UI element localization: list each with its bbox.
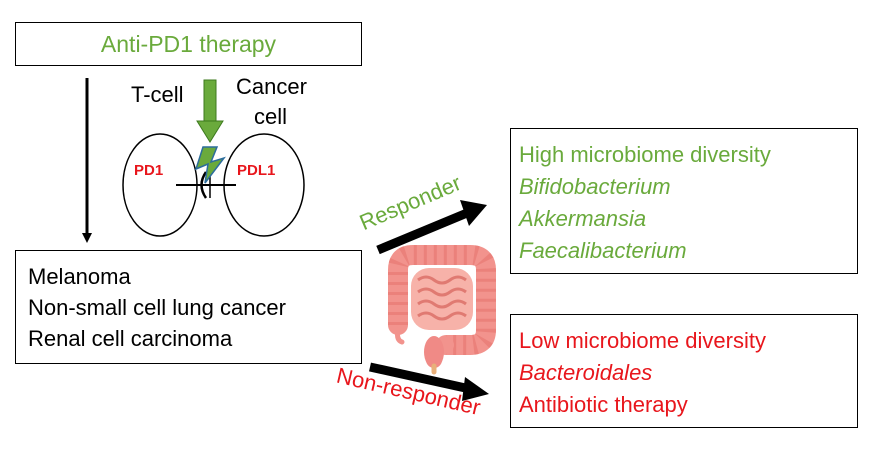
non-responder-arrow	[369, 362, 489, 401]
cancer-item: Non-small cell lung cancer	[28, 295, 286, 320]
cancer-types-box: Melanoma Non-small cell lung cancer Rena…	[15, 250, 362, 364]
therapy-box: Anti-PD1 therapy	[15, 22, 362, 66]
responder-item: Akkermansia	[519, 206, 647, 231]
therapy-label: Anti-PD1 therapy	[100, 30, 277, 57]
responder-item: High microbiome diversity	[519, 142, 771, 167]
non-responder-item: Antibiotic therapy	[519, 392, 688, 417]
intestine-icon	[388, 245, 496, 375]
responder-box: High microbiome diversity Bifidobacteriu…	[510, 128, 858, 274]
non-responder-box: Low microbiome diversity Bacteroidales A…	[510, 314, 858, 428]
responder-arrow	[376, 200, 487, 255]
non-responder-item: Low microbiome diversity	[519, 328, 766, 353]
responder-item: Bifidobacterium	[519, 174, 671, 199]
cancer-item: Renal cell carcinoma	[28, 326, 233, 351]
responder-item: Faecalibacterium	[519, 238, 687, 263]
non-responder-item: Bacteroidales	[519, 360, 653, 385]
cancer-label-line1: Cancer	[236, 74, 307, 99]
lightning-icon	[194, 146, 227, 184]
pd1-label: PD1	[134, 162, 164, 179]
green-down-arrow	[196, 79, 224, 143]
cancer-label-line2: cell	[254, 104, 288, 129]
cancer-item: Melanoma	[28, 264, 131, 289]
pdl1-label: PDL1	[237, 162, 276, 179]
t-cell-label: T-cell	[131, 82, 184, 107]
